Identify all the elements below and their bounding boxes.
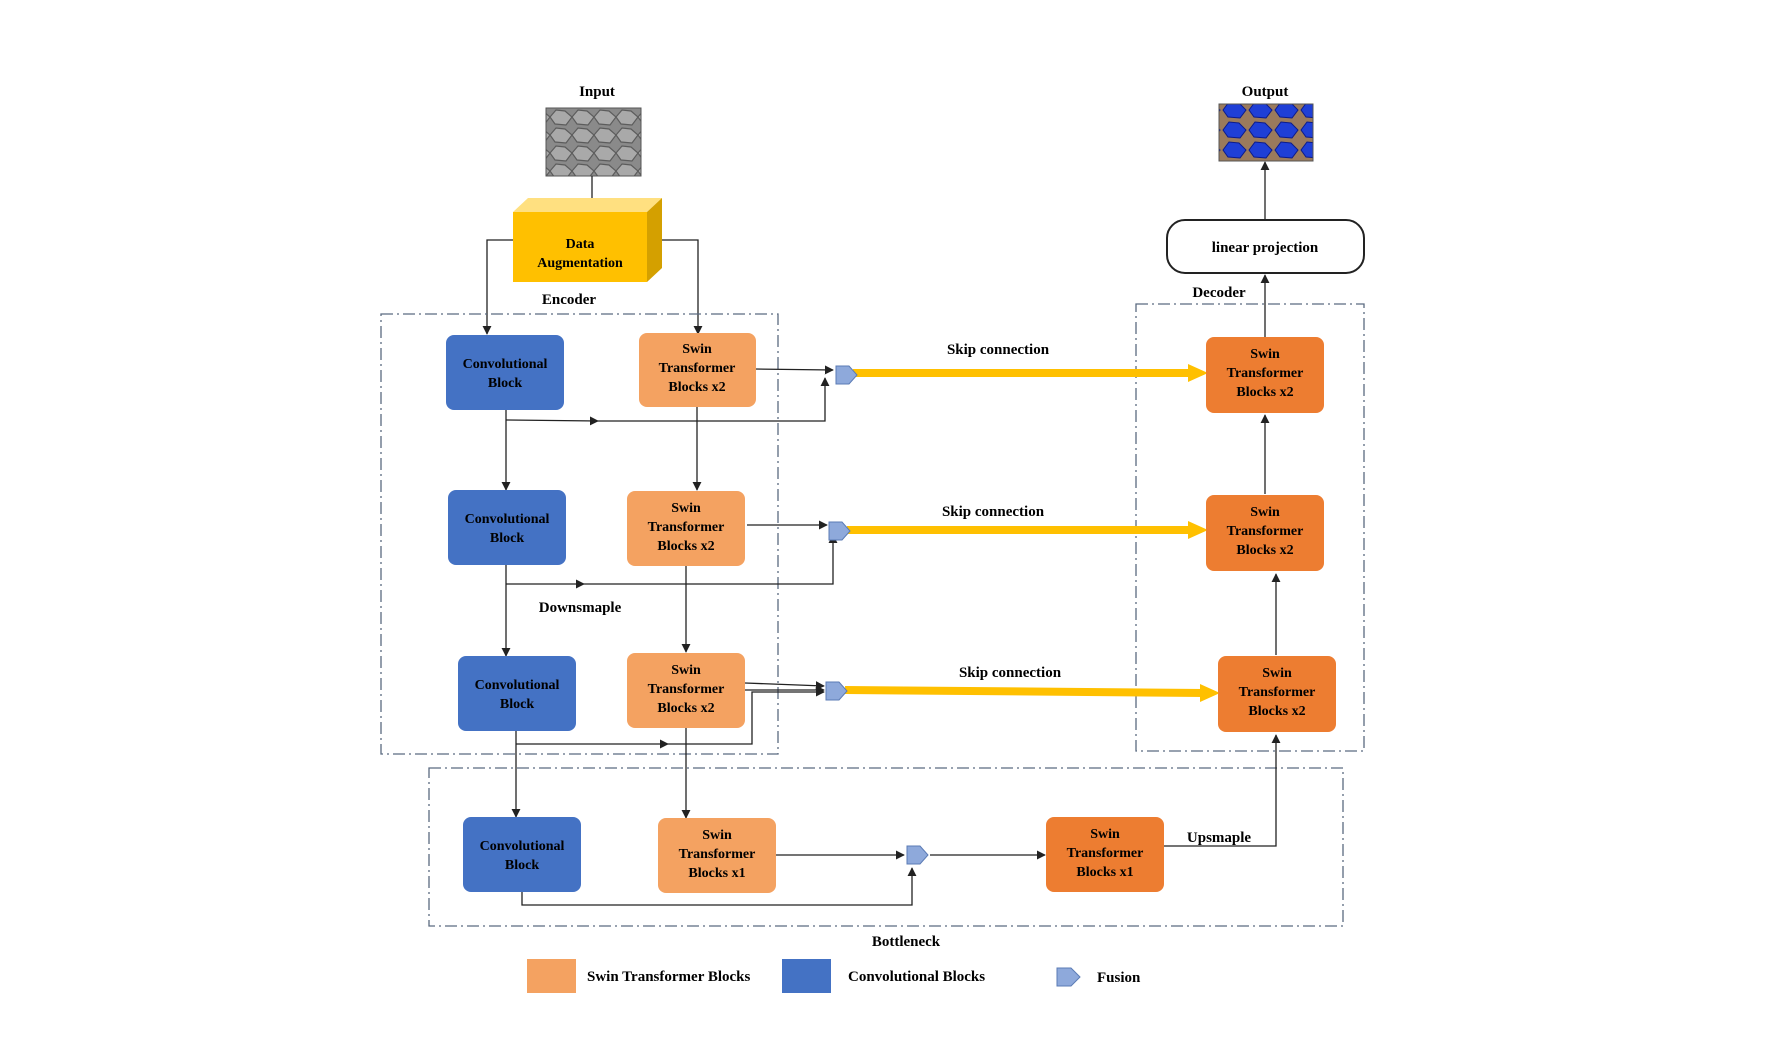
conv-block-2-line-2: Block: [490, 531, 524, 546]
swin-encoder-block-2-line-1: Swin: [671, 501, 701, 516]
swin-encoder-block-1-line-1: Swin: [682, 342, 712, 357]
swin-decoder-block-1-line-3: Blocks x2: [1236, 385, 1293, 400]
legend-conv-label: Convolutional Blocks: [848, 969, 985, 985]
swin-bottleneck-block-2: Swin Transformer Blocks x1: [1046, 817, 1164, 892]
swin-decoder-block-1-line-1: Swin: [1250, 347, 1280, 362]
skip-connection-2: Skip connection: [847, 504, 1208, 539]
input-label: Input: [579, 84, 615, 100]
swin-bottleneck-block-2-line-3: Blocks x1: [1076, 865, 1133, 880]
swin-encoder-block-1-line-3: Blocks x2: [668, 380, 725, 395]
swin-decoder-block-3-line-3: Blocks x2: [1248, 704, 1305, 719]
swin-encoder-block-3: Swin Transformer Blocks x2: [627, 653, 745, 728]
swin-decoder-block-3: Swin Transformer Blocks x2: [1218, 656, 1336, 732]
skip-connection-3: Skip connection: [844, 665, 1220, 702]
decoder-label: Decoder: [1192, 285, 1246, 301]
swin-encoder-block-3-line-2: Transformer: [648, 682, 725, 697]
skip-connection-3-label: Skip connection: [959, 665, 1062, 681]
conv-block-3: Convolutional Block: [458, 656, 576, 731]
conv-block-3-line-2: Block: [500, 697, 534, 712]
swin-encoder-block-3-line-1: Swin: [671, 663, 701, 678]
swin-decoder-block-3-line-2: Transformer: [1239, 685, 1316, 700]
swin-bottleneck-block-1-line-3: Blocks x1: [688, 866, 745, 881]
data-augmentation-line-2: Augmentation: [537, 256, 623, 271]
linear-projection-label: linear projection: [1212, 240, 1319, 256]
swin-bottleneck-block-2-line-1: Swin: [1090, 827, 1120, 842]
downsample-label: Downsmaple: [539, 600, 622, 616]
upsample-label: Upsmaple: [1187, 830, 1252, 846]
conv-block-2-line-1: Convolutional: [465, 512, 550, 527]
swin-encoder-block-2: Swin Transformer Blocks x2: [627, 491, 745, 566]
fusion-icon: [825, 681, 848, 701]
conv-block-bottleneck: Convolutional Block: [463, 817, 581, 892]
swin-encoder-block-1-line-2: Transformer: [659, 361, 736, 376]
swin-encoder-block-1: Swin Transformer Blocks x2: [639, 333, 756, 407]
fusion-icon: [828, 521, 851, 541]
conv-block-3-line-1: Convolutional: [475, 678, 560, 693]
swin-encoder-block-3-line-3: Blocks x2: [657, 701, 714, 716]
swin-decoder-block-1: Swin Transformer Blocks x2: [1206, 337, 1324, 413]
data-augmentation-line-1: Data: [566, 237, 595, 252]
encoder-label: Encoder: [542, 292, 597, 308]
legend-fusion-icon: [1056, 967, 1081, 987]
swin-decoder-block-2-line-1: Swin: [1250, 505, 1280, 520]
swin-bottleneck-block-1: Swin Transformer Blocks x1: [658, 818, 776, 893]
conv-block-bottleneck-line-1: Convolutional: [480, 839, 565, 854]
conv-block-1: Convolutional Block: [446, 335, 564, 410]
swin-encoder-block-2-line-2: Transformer: [648, 520, 725, 535]
conv-block-2: Convolutional Block: [448, 490, 566, 565]
output-label: Output: [1242, 84, 1289, 100]
skip-connection-2-label: Skip connection: [942, 504, 1045, 520]
swin-bottleneck-block-1-line-2: Transformer: [679, 847, 756, 862]
swin-bottleneck-block-2-line-2: Transformer: [1067, 846, 1144, 861]
swin-decoder-block-2-line-3: Blocks x2: [1236, 543, 1293, 558]
encoder-frame: [380, 313, 779, 755]
legend-fusion-label: Fusion: [1097, 970, 1141, 986]
output-image: [1218, 103, 1314, 162]
swin-decoder-block-2: Swin Transformer Blocks x2: [1206, 495, 1324, 571]
bottleneck-frame: [428, 767, 1344, 927]
swin-decoder-block-1-line-2: Transformer: [1227, 366, 1304, 381]
swin-decoder-block-2-line-2: Transformer: [1227, 524, 1304, 539]
input-image: [545, 107, 642, 177]
skip-connection-1: Skip connection: [853, 342, 1208, 382]
bottleneck-label: Bottleneck: [872, 934, 941, 950]
conv-block-bottleneck-line-2: Block: [505, 858, 539, 873]
legend-swin-label: Swin Transformer Blocks: [587, 969, 751, 985]
conv-block-1-line-2: Block: [488, 376, 522, 391]
swin-encoder-block-2-line-3: Blocks x2: [657, 539, 714, 554]
legend-conv-swatch: [782, 959, 831, 993]
swin-decoder-block-3-line-1: Swin: [1262, 666, 1292, 681]
legend-swin-swatch: [527, 959, 576, 993]
skip-connection-1-label: Skip connection: [947, 342, 1050, 358]
data-augmentation-box: Data Augmentation: [513, 198, 662, 282]
legend: Swin Transformer Blocks Convolutional Bl…: [527, 959, 1141, 993]
fusion-icon: [835, 365, 858, 385]
fusion-icon: [906, 845, 929, 865]
conv-block-1-line-1: Convolutional: [463, 357, 548, 372]
swin-bottleneck-block-1-line-1: Swin: [702, 828, 732, 843]
linear-projection-box: [1166, 219, 1365, 274]
